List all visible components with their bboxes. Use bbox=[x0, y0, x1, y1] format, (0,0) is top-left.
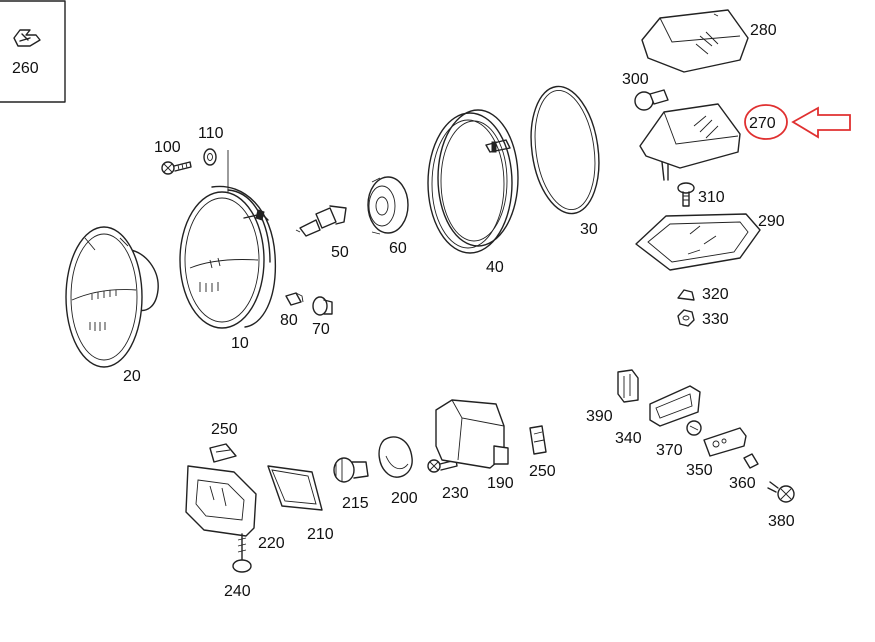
label-60: 60 bbox=[389, 240, 407, 257]
label-70: 70 bbox=[312, 321, 330, 338]
part-labels: 100 110 20 10 50 60 80 70 40 30 280 300 … bbox=[123, 22, 795, 600]
label-220: 220 bbox=[258, 535, 285, 552]
label-360: 360 bbox=[729, 475, 756, 492]
label-215: 215 bbox=[342, 495, 369, 512]
inset-260[interactable]: 260 bbox=[0, 0, 66, 103]
part-60-socket[interactable] bbox=[367, 176, 409, 235]
clip-icon bbox=[13, 29, 41, 47]
part-280-lamp-cover[interactable] bbox=[641, 9, 749, 73]
label-10: 10 bbox=[231, 335, 249, 352]
part-110-washer[interactable] bbox=[203, 148, 229, 192]
label-50: 50 bbox=[331, 244, 349, 261]
label-240: 240 bbox=[224, 583, 251, 600]
label-370: 370 bbox=[656, 442, 683, 459]
part-390-connector[interactable] bbox=[617, 369, 639, 403]
label-340: 340 bbox=[615, 430, 642, 447]
label-270: 270 bbox=[749, 115, 776, 132]
label-100: 100 bbox=[154, 139, 181, 156]
label-290: 290 bbox=[758, 213, 785, 230]
part-215-socket[interactable] bbox=[333, 457, 369, 483]
label-110: 110 bbox=[198, 125, 224, 142]
label-250-left: 250 bbox=[211, 421, 238, 438]
label-300: 300 bbox=[622, 71, 649, 88]
label-20: 20 bbox=[123, 368, 141, 385]
part-370-holder[interactable] bbox=[686, 420, 702, 436]
part-80-bulb[interactable] bbox=[285, 292, 304, 306]
label-200: 200 bbox=[391, 490, 418, 507]
highlight-ring bbox=[744, 104, 788, 140]
label-330: 330 bbox=[702, 311, 729, 328]
part-350-plate[interactable] bbox=[703, 427, 747, 457]
label-380: 380 bbox=[768, 513, 795, 530]
part-330-nut[interactable] bbox=[677, 309, 695, 327]
label-250-right: 250 bbox=[529, 463, 556, 480]
label-190: 190 bbox=[487, 475, 514, 492]
part-230-screw[interactable] bbox=[427, 459, 458, 473]
part-320-clip[interactable] bbox=[677, 289, 695, 301]
part-290-lens[interactable] bbox=[635, 213, 761, 271]
part-200-reflector[interactable] bbox=[378, 436, 413, 478]
part-250-clip-left[interactable] bbox=[209, 443, 237, 463]
part-100-screw[interactable] bbox=[161, 161, 192, 175]
label-30: 30 bbox=[580, 221, 598, 238]
label-40: 40 bbox=[486, 259, 504, 276]
part-380-screw[interactable] bbox=[767, 481, 795, 503]
part-label-260: 260 bbox=[12, 60, 39, 77]
part-40-mounting-ring[interactable] bbox=[427, 109, 519, 254]
label-310: 310 bbox=[698, 189, 725, 206]
part-240-screw[interactable] bbox=[232, 533, 252, 573]
label-230: 230 bbox=[442, 485, 469, 502]
part-310-screw[interactable] bbox=[677, 182, 695, 207]
label-390: 390 bbox=[586, 408, 613, 425]
part-10-headlamp-inner[interactable] bbox=[179, 185, 277, 329]
arrow-left-icon bbox=[791, 106, 851, 139]
part-270-lamp-housing[interactable] bbox=[639, 103, 741, 181]
label-280: 280 bbox=[750, 22, 777, 39]
part-250-clip-right[interactable] bbox=[529, 425, 547, 455]
label-350: 350 bbox=[686, 462, 713, 479]
highlight-callout bbox=[744, 104, 851, 140]
label-80: 80 bbox=[280, 312, 298, 329]
part-210-seal[interactable] bbox=[267, 465, 323, 511]
part-340-side-lamp[interactable] bbox=[649, 385, 701, 427]
label-320: 320 bbox=[702, 286, 729, 303]
part-30-seal[interactable] bbox=[523, 82, 606, 218]
label-210: 210 bbox=[307, 526, 334, 543]
part-360-bulb[interactable] bbox=[743, 453, 759, 469]
part-190-fog-lamp[interactable] bbox=[435, 399, 509, 469]
part-70-holder[interactable] bbox=[312, 296, 333, 316]
part-50-bulb[interactable] bbox=[295, 205, 347, 237]
part-300-bulb[interactable] bbox=[634, 89, 669, 111]
part-220-frame[interactable] bbox=[185, 465, 257, 537]
part-20-headlamp-outer[interactable] bbox=[65, 226, 159, 368]
